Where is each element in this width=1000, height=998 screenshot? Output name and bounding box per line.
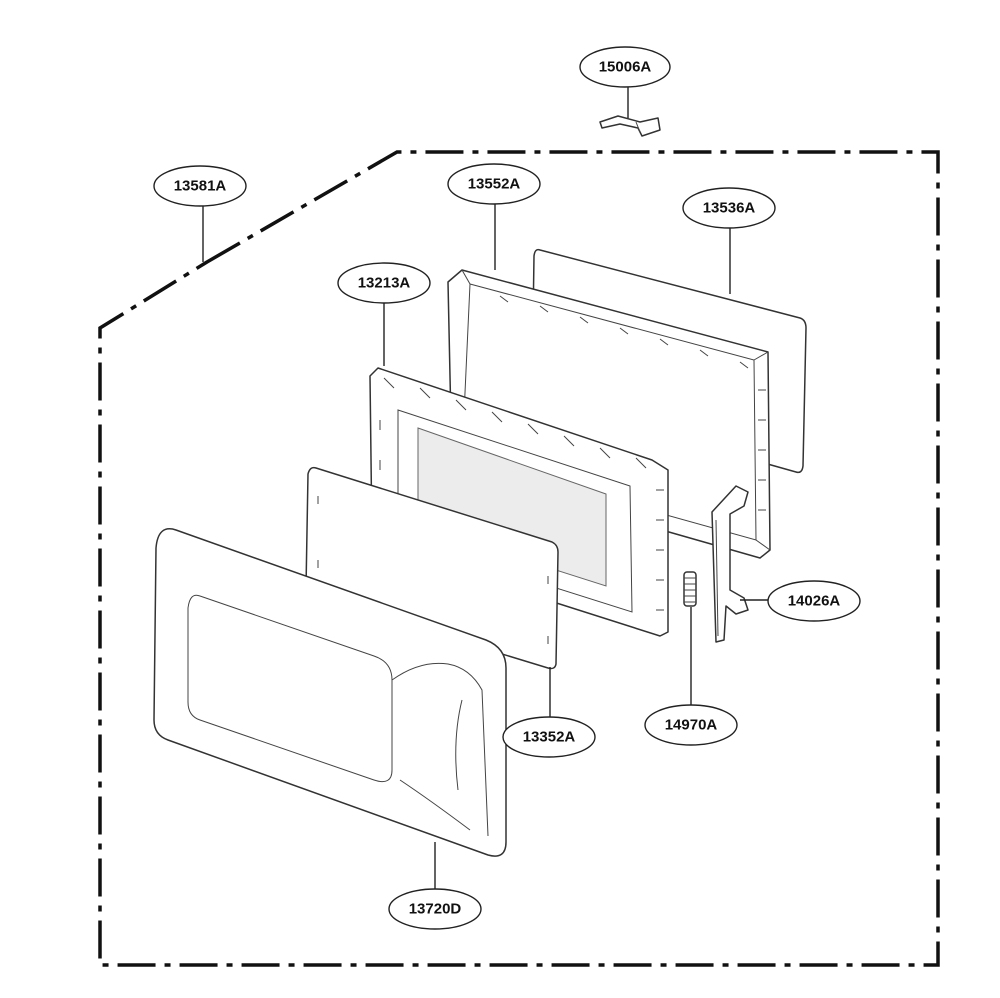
callout-label: 15006A [599,59,652,76]
part-13352A-glass-plate [305,466,559,670]
callout-label: 13720D [409,901,462,918]
part-15006A-bracket [599,115,661,137]
callout-14026A: 14026A [767,580,861,622]
callout-label: 13552A [468,176,521,193]
callout-13720D: 13720D [388,888,482,930]
callout-label: 13581A [174,178,227,195]
callout-15006A: 15006A [579,46,671,88]
callout-label: 14970A [665,717,718,734]
callout-14970A: 14970A [644,704,738,746]
callout-label: 13213A [358,275,411,292]
callout-label: 14026A [788,593,841,610]
part-13213A-door-frame [369,367,669,637]
callout-13536A: 13536A [682,187,776,229]
callout-13213A: 13213A [337,262,431,304]
assembly-boundary [98,150,940,967]
callout-13581A: 13581A [153,165,247,207]
leader-lines [202,86,769,890]
callout-13352A: 13352A [502,716,596,758]
part-14026A-latch-hook [711,485,749,643]
part-13720D-door-cover [153,528,507,857]
callout-label: 13352A [523,729,576,746]
part-14970A-spring [683,571,697,607]
callout-label: 13536A [703,200,756,217]
callout-13552A: 13552A [447,163,541,205]
